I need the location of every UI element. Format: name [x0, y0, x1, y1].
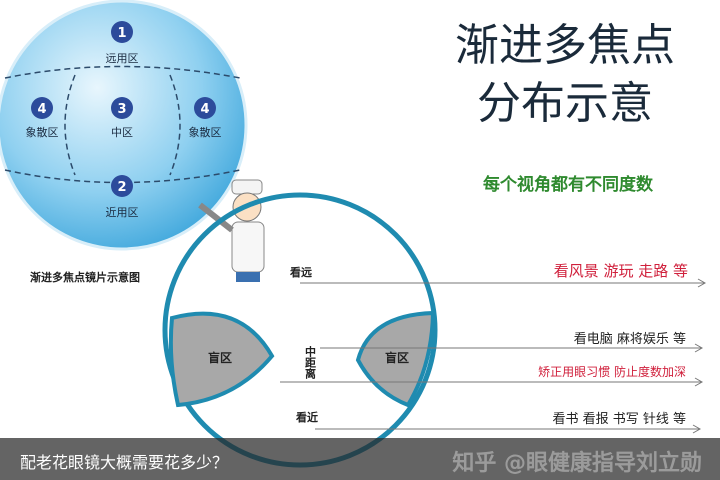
zone-label-left: 象散区: [26, 125, 59, 139]
mid-advice: 矫正用眼习惯 防止度数加深: [538, 364, 686, 379]
doctor-illustration: [198, 179, 265, 282]
zone-label-near: 近用区: [106, 206, 139, 219]
mid-label: 中距离: [304, 345, 317, 380]
far-label: 看远: [290, 265, 312, 279]
lens-caption: 渐进多焦点镜片示意图: [30, 270, 140, 284]
subtitle: 每个视角都有不同度数: [483, 174, 654, 195]
title-line2: 分布示意: [477, 78, 653, 129]
zone-number: 4: [37, 102, 46, 117]
zone-label-right: 象散区: [189, 125, 222, 139]
mid-activities: 看电脑 麻将娱乐 等: [574, 331, 686, 347]
blind-zone-label: 盲区: [385, 350, 409, 365]
blind-zone-left: [168, 311, 275, 408]
lens-sphere: [0, 0, 248, 251]
caption-bar: 配老花眼镜大概需要花多少？ 知乎 @眼健康指导刘立勋: [0, 438, 720, 480]
zone-number: 1: [117, 26, 126, 41]
zone-label-far: 远用区: [106, 52, 139, 65]
watermark: 知乎 @眼健康指导刘立勋: [452, 451, 702, 476]
zone-number: 2: [117, 180, 126, 195]
near-label: 看近: [296, 410, 318, 424]
caption-text: 配老花眼镜大概需要花多少？: [20, 453, 229, 472]
zone-number: 3: [117, 102, 126, 117]
near-activities: 看书 看报 书写 针线 等: [552, 411, 686, 427]
zone-label-middle: 中区: [111, 126, 133, 139]
title-line1: 渐进多焦点: [455, 20, 675, 71]
far-activities: 看风景 游玩 走路 等: [554, 262, 688, 280]
blind-zone-label: 盲区: [208, 350, 232, 365]
zone-number: 4: [200, 102, 209, 117]
arrows: [280, 278, 707, 434]
